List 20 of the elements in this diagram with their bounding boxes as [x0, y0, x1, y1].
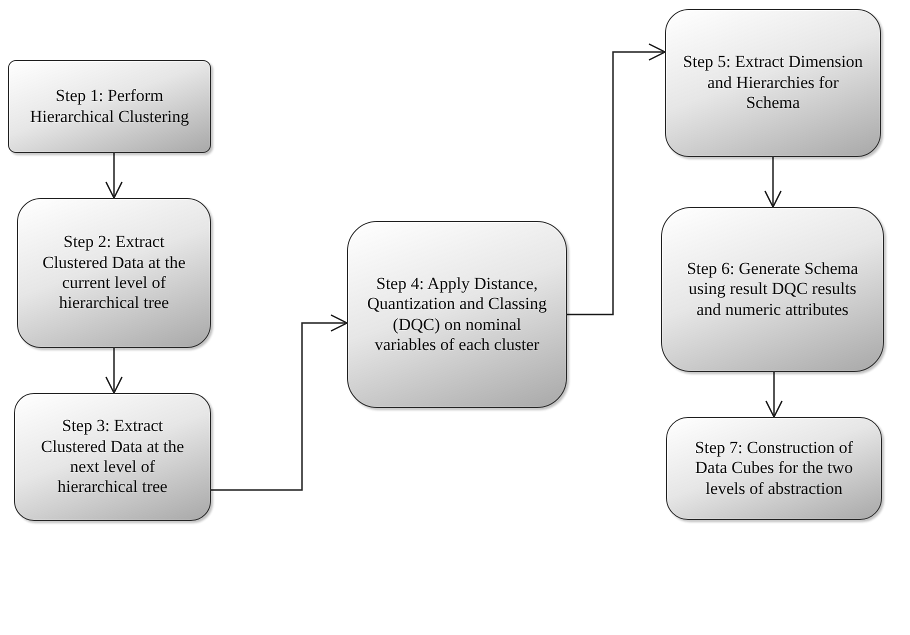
- step-text: Step 3: Extract Clustered Data at the next level of hierarchical tree: [40, 416, 186, 498]
- process-box: [8, 60, 211, 153]
- process-box: [665, 9, 881, 157]
- step-text: Step 4: Apply Distance, Quantization and Classing (DQC) on nominal variables of each cluster: [366, 274, 548, 356]
- process-box: [661, 207, 884, 372]
- step-text: Step 7: Construction of Data Cubes for the two levels of abstraction: [694, 438, 854, 500]
- arrow: [211, 314, 348, 491]
- step-text: Step 5: Extract Dimension and Hierarchies for Schema: [682, 52, 864, 114]
- process-box: [666, 417, 882, 520]
- process-box: [14, 393, 211, 521]
- arrow: [105, 153, 123, 199]
- step-text: Step 1: Perform Hierarchical Clustering: [28, 86, 190, 127]
- step-text: Step 2: Extract Clustered Data at the current level of hierarchical tree: [41, 232, 187, 314]
- process-box: [17, 198, 211, 348]
- arrow: [567, 43, 666, 316]
- arrow: [765, 372, 783, 418]
- arrow: [105, 348, 123, 394]
- process-box: [347, 221, 567, 408]
- arrow: [764, 157, 782, 208]
- step-text: Step 6: Generate Schema using result DQC results and numeric attributes: [686, 258, 860, 320]
